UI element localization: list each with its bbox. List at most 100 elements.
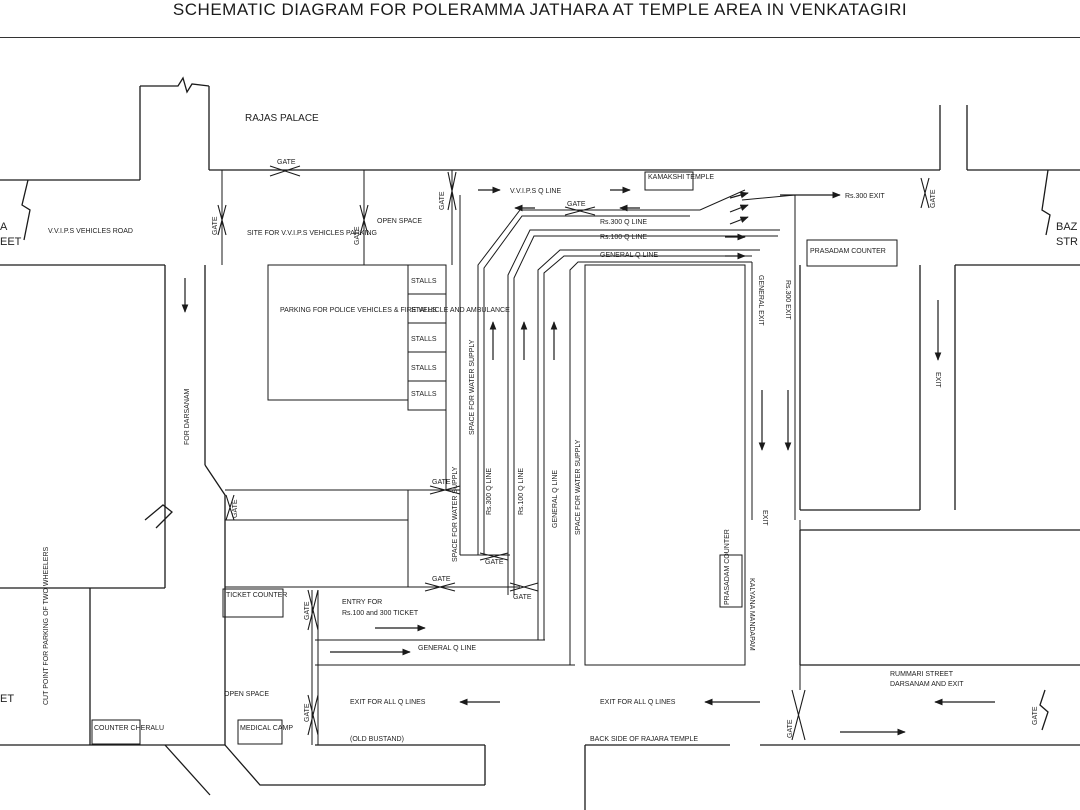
label-stalls: STALLS xyxy=(411,307,437,314)
label-gate-v: GATE xyxy=(787,719,794,738)
label-rummari-street: RUMMARI STREET xyxy=(890,671,954,678)
counter-cheralu-box xyxy=(91,719,141,745)
gate-icon xyxy=(564,206,596,216)
label-rs300-exit: Rs.300 EXIT xyxy=(845,193,885,200)
flow-arrows xyxy=(181,186,995,736)
label-gate-v: GATE xyxy=(212,216,219,235)
label-gate: GATE xyxy=(432,479,451,486)
gate-icon xyxy=(429,485,461,495)
label-gate-v: GATE xyxy=(304,703,311,722)
label-exit-all-q-lines: EXIT FOR ALL Q LINES xyxy=(600,699,676,706)
label-entry-for: ENTRY FOR xyxy=(342,599,382,606)
label-gate-v: GATE xyxy=(930,189,937,208)
label-left-eet: EET xyxy=(0,236,22,248)
label-vvips-q-line: V.V.I.P.S Q LINE xyxy=(510,188,561,195)
label-site-vvips-parking: SITE FOR V.V.I.P.S VEHICLES PARKING xyxy=(247,230,377,237)
page-title: SCHEMATIC DIAGRAM FOR POLERAMMA JATHARA … xyxy=(172,0,908,19)
label-general-q-line: GENERAL Q LINE xyxy=(600,252,658,259)
label-stalls: STALLS xyxy=(411,391,437,398)
label-exit-all-q-lines: EXIT FOR ALL Q LINES xyxy=(350,699,426,706)
label-exit-v: EXIT xyxy=(934,372,941,388)
gate-icon xyxy=(359,204,369,236)
label-gate-v: GATE xyxy=(439,191,446,210)
temple-block xyxy=(584,264,746,666)
label-gate-v: GATE xyxy=(354,226,361,245)
gate-icon xyxy=(269,165,301,177)
arrow-right-icon xyxy=(729,204,749,213)
arrow-right-icon xyxy=(729,191,749,199)
label-general-exit: GENERAL EXIT xyxy=(757,275,764,326)
label-space-water-supply: SPACE FOR WATER SUPPLY xyxy=(469,339,476,435)
gate-icon xyxy=(307,694,319,736)
blocks xyxy=(91,171,898,745)
queue-lines xyxy=(221,170,801,745)
label-rs100-q-line-v: Rs.100 Q LINE xyxy=(518,468,525,515)
label-stalls: STALLS xyxy=(411,365,437,372)
gate-icon xyxy=(479,552,509,561)
gate-icon xyxy=(307,589,319,631)
label-gate: GATE xyxy=(432,576,451,583)
label-for-darsanam: FOR DARSANAM xyxy=(184,388,191,445)
label-space-water-supply-short: SPACE FOR WATER SUPPLY xyxy=(452,466,459,562)
label-old-bustand: (OLD BUSTAND) xyxy=(350,736,404,743)
label-gate-v: GATE xyxy=(1032,706,1039,725)
label-general-q-line-bottom: GENERAL Q LINE xyxy=(418,645,476,652)
label-back-side-temple: BACK SIDE OF RAJARA TEMPLE xyxy=(590,736,698,743)
label-rs300-q-line-v: Rs.300 Q LINE xyxy=(486,468,493,515)
prasadam-counter-box xyxy=(806,239,898,267)
label-kamakshi-temple: KAMAKSHI TEMPLE xyxy=(648,174,714,181)
label-ticket-counter: TICKET COUNTER xyxy=(226,592,287,599)
gates xyxy=(217,165,930,741)
stalls-column xyxy=(407,264,447,411)
label-left-a: A xyxy=(0,221,8,233)
kamakshi-temple-box xyxy=(644,171,694,191)
label-baz: BAZ xyxy=(1056,221,1078,233)
label-medical-camp: MEDICAL CAMP xyxy=(240,725,293,732)
gate-icon xyxy=(509,582,539,592)
label-gate: GATE xyxy=(277,159,296,166)
label-open-space-bottom: OPEN SPACE xyxy=(224,691,269,698)
parking-block xyxy=(267,264,409,401)
gate-icon xyxy=(217,204,227,236)
label-cut-point: CUT POINT FOR PARKING OF TWO WHEELERS xyxy=(43,547,50,705)
label-stalls: STALLS xyxy=(411,278,437,285)
label-rs300-exit-v: Rs.300 EXIT xyxy=(784,280,791,320)
gate-icon xyxy=(424,582,456,592)
map-labels: RAJAS PALACE GATE V.V.I.P.S Q LINE KAMAK… xyxy=(0,113,1078,743)
label-entry-tickets: Rs.100 and 300 TICKET xyxy=(342,610,419,617)
arrow-right-icon xyxy=(729,216,749,225)
label-str: STR xyxy=(1056,236,1078,248)
gate-icon xyxy=(920,177,930,209)
label-parking-police: PARKING FOR POLICE VEHICLES & FIRE VEHIC… xyxy=(280,307,510,314)
label-gate: GATE xyxy=(567,201,586,208)
label-gate: GATE xyxy=(485,559,504,566)
palace-break-line xyxy=(140,76,210,94)
label-rs300-q-line: Rs.300 Q LINE xyxy=(600,219,647,226)
label-vvips-vehicles-road: V.V.I.P.S VEHICLES ROAD xyxy=(48,228,133,235)
label-gate-v: GATE xyxy=(232,499,239,518)
label-stalls: STALLS xyxy=(411,336,437,343)
gate-icon xyxy=(447,171,457,211)
medical-camp-box xyxy=(237,719,283,745)
label-kalyana-mandapam: KALYANA MANDAPAM xyxy=(748,578,755,651)
label-space-water-supply-2: SPACE FOR WATER SUPPLY xyxy=(575,439,582,535)
title-rule xyxy=(0,37,1080,38)
label-general-q-line-v: GENERAL Q LINE xyxy=(552,470,559,528)
gate-icon xyxy=(791,689,806,741)
label-rs100-q-line: Rs.100 Q LINE xyxy=(600,234,647,241)
label-exit-v: EXIT xyxy=(761,510,768,526)
label-open-space: OPEN SPACE xyxy=(377,218,422,225)
label-darsanam-exit: DARSANAM AND EXIT xyxy=(890,681,964,688)
label-prasadam-counter-v: PRASADAM COUNTER xyxy=(724,529,731,605)
ticket-counter-box xyxy=(222,588,284,618)
prasadam-counter-v-box xyxy=(719,554,743,608)
label-rajas-palace: RAJAS PALACE xyxy=(245,113,319,124)
lower-block xyxy=(224,519,409,588)
label-gate-v: GATE xyxy=(304,601,311,620)
label-prasadam-counter: PRASADAM COUNTER xyxy=(810,248,886,255)
gate-icon xyxy=(225,494,235,521)
label-gate: GATE xyxy=(513,594,532,601)
label-counter-cheralu: COUNTER CHERALU xyxy=(94,725,164,732)
label-left-et: ET xyxy=(0,693,14,705)
